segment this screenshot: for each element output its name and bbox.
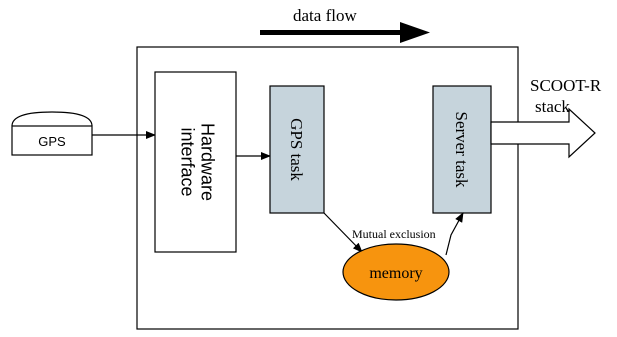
scoot-r-label: SCOOT-R — [530, 76, 602, 95]
gps-device-label: GPS — [38, 134, 66, 149]
hardware-interface-box: Hardware interface — [154, 71, 237, 253]
gps-task-to-memory-arrow — [323, 212, 363, 253]
hardware-interface-label-line1: Hardware — [198, 123, 218, 201]
gps-device: GPS — [11, 111, 93, 156]
mutual-exclusion-label: Mutual exclusion — [352, 227, 436, 241]
gps-task-box: GPS task — [269, 85, 325, 214]
data-flow-label: data flow — [293, 6, 357, 25]
memory-to-server-task-arrow — [445, 212, 464, 256]
server-task-box: Server task — [432, 85, 492, 214]
output-arrow — [490, 107, 596, 159]
hardware-interface-label-line2: interface — [178, 127, 198, 196]
memory-ellipse: memory — [342, 243, 450, 301]
gps-task-label: GPS task — [287, 118, 306, 181]
memory-label: memory — [369, 265, 422, 282]
server-task-label: Server task — [452, 111, 471, 188]
stack-label: stack — [535, 97, 570, 116]
data-flow-arrow — [260, 22, 430, 43]
